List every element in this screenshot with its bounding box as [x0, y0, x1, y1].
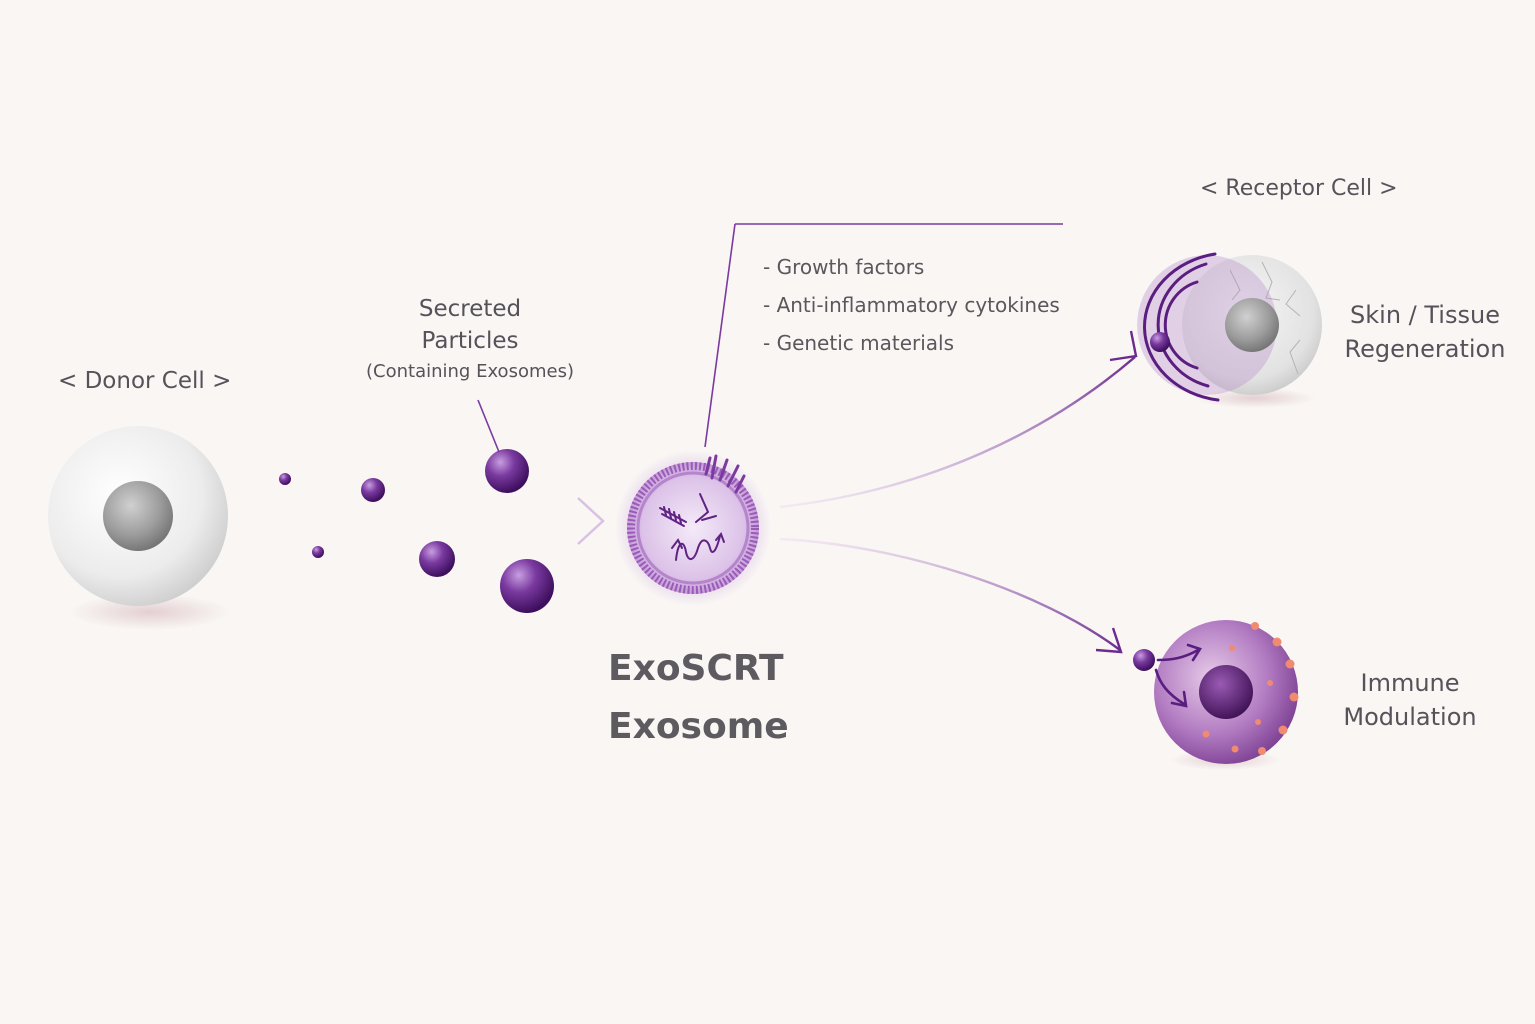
arrow-to-immune [779, 537, 1123, 654]
immune-receptor-cell [1133, 620, 1299, 770]
particle [485, 449, 529, 493]
donor-cell-nucleus [103, 481, 173, 551]
surface-proteins [704, 454, 746, 494]
immune-signal-arrows [1154, 643, 1202, 708]
secreted-label-subtitle: (Containing Exosomes) [366, 361, 574, 382]
receptor-cell-label: < Receptor Cell > [1200, 176, 1398, 201]
contents-item: - Anti-inflammatory cytokines [763, 293, 1060, 317]
skin-exosome-particle [1150, 332, 1170, 352]
exosome-inner-membrane [636, 471, 750, 585]
immune-exosome-particle [1133, 649, 1155, 671]
skin-regeneration-label: Skin / Tissue Regeneration [1340, 298, 1510, 366]
immune-modulation-label: Immune Modulation [1335, 666, 1485, 734]
exosome-title-line1: ExoSCRT [608, 648, 784, 689]
immune-cell-markers [1202, 622, 1299, 755]
skin-receptor-cell [1137, 252, 1322, 408]
exosome-contents-list: - Growth factors - Anti-inflammatory cyt… [763, 248, 1060, 362]
immune-cell-nucleus [1199, 665, 1253, 719]
exosome [615, 223, 1063, 606]
exosome-title: ExoSCRT Exosome [608, 640, 789, 756]
secreted-label-line2: Particles [421, 328, 519, 354]
skin-cell-nucleus [1225, 298, 1279, 352]
contents-item: - Growth factors [763, 255, 925, 279]
skin-cell-shadow [1195, 388, 1315, 408]
immune-label-line2: Modulation [1343, 703, 1477, 731]
skin-cell-waves [1143, 252, 1220, 402]
donor-cell-shadow [70, 594, 230, 630]
secretion-arrow [240, 497, 605, 545]
skin-cell-cracks [1229, 261, 1301, 375]
particle [312, 546, 324, 558]
immune-label-line1: Immune [1360, 669, 1460, 697]
donor-cell [48, 426, 230, 630]
particle [361, 478, 385, 502]
contents-item: - Genetic materials [763, 331, 955, 355]
secreted-particles [279, 399, 554, 613]
secreted-particles-label: Secreted Particles (Containing Exosomes) [350, 293, 590, 387]
particle [279, 473, 291, 485]
exosome-body [627, 462, 759, 594]
particle [419, 541, 455, 577]
exosome-membrane [627, 462, 759, 594]
skin-cell-shade [1137, 255, 1277, 395]
exosome-cargo [659, 493, 725, 561]
skin-label-line1: Skin / Tissue [1350, 301, 1500, 329]
particle [500, 559, 554, 613]
arrow-to-skin [779, 330, 1138, 509]
secreted-label-line1: Secreted [418, 296, 522, 322]
exosome-title-line2: Exosome [608, 706, 789, 747]
donor-cell-label: < Donor Cell > [58, 368, 232, 394]
skin-label-line2: Regeneration [1344, 335, 1506, 363]
particle-pointer-line [477, 399, 500, 453]
contents-pointer-line [704, 223, 736, 448]
